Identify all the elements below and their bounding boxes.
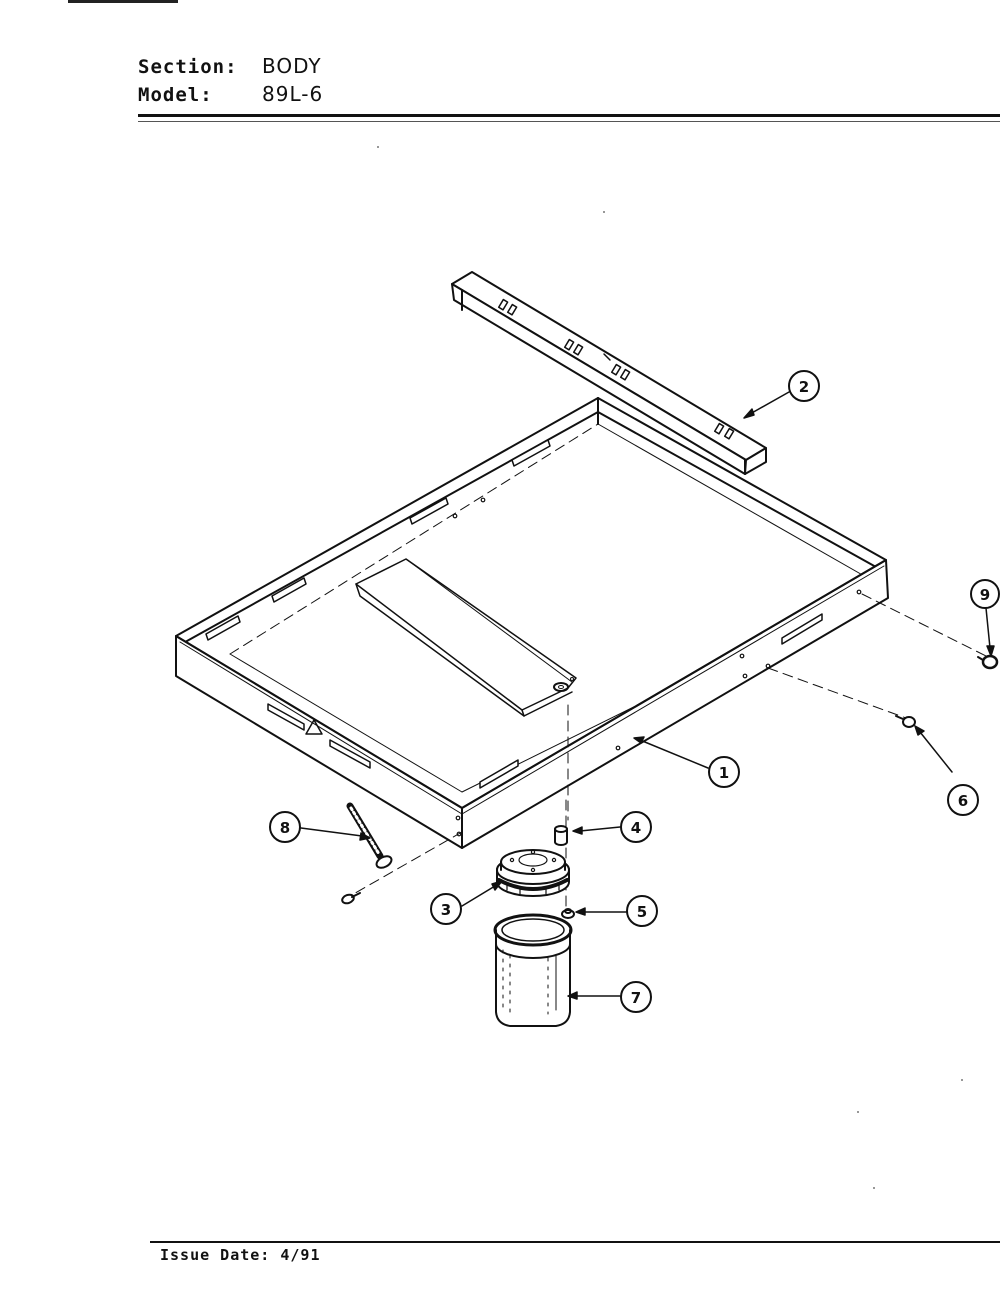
callout-5-number: 5: [637, 903, 647, 921]
section-line: Section: BODY: [138, 52, 323, 80]
callout-5: 5: [626, 895, 658, 927]
callout-9-number: 9: [980, 586, 990, 604]
section-value: BODY: [262, 54, 322, 78]
callout-6: 6: [947, 784, 979, 816]
plug-button: [977, 654, 999, 670]
callout-4: 4: [620, 811, 652, 843]
base-tray: [175, 397, 889, 849]
callout-2: 2: [788, 370, 820, 402]
leader-lines: [300, 391, 995, 1000]
adapter-ring: [496, 849, 570, 897]
rear-bracket: [451, 271, 767, 475]
callout-3: 3: [430, 893, 462, 925]
section-header: Section: BODY Model: 89L-6: [138, 52, 323, 108]
bushing: [554, 825, 568, 846]
model-line: Model: 89L-6: [138, 80, 323, 108]
callout-8: 8: [269, 811, 301, 843]
callout-1: 1: [708, 756, 740, 788]
callout-1-number: 1: [719, 764, 729, 782]
grommet: [561, 908, 575, 919]
scan-edge-mark: [68, 0, 178, 3]
leveling-bolt: [341, 802, 393, 905]
callout-9: 9: [970, 579, 1000, 609]
screw: [895, 715, 916, 728]
callout-7-number: 7: [631, 989, 641, 1007]
callout-6-number: 6: [958, 792, 968, 810]
callout-2-number: 2: [799, 378, 809, 396]
scan-specks: [377, 146, 963, 1189]
model-label: Model:: [138, 84, 213, 106]
model-value: 89L-6: [262, 82, 324, 106]
header-rule-thin: [138, 121, 1000, 122]
container: [493, 913, 573, 1027]
footer-rule: [150, 1241, 1000, 1243]
callout-7: 7: [620, 981, 652, 1013]
issue-date: Issue Date: 4/91: [160, 1246, 321, 1264]
callout-8-number: 8: [280, 819, 290, 837]
section-label: Section:: [138, 56, 238, 78]
header-rule-thick: [138, 114, 1000, 117]
callout-4-number: 4: [631, 819, 641, 837]
callout-3-number: 3: [441, 901, 451, 919]
assembly-lines: [349, 593, 987, 913]
